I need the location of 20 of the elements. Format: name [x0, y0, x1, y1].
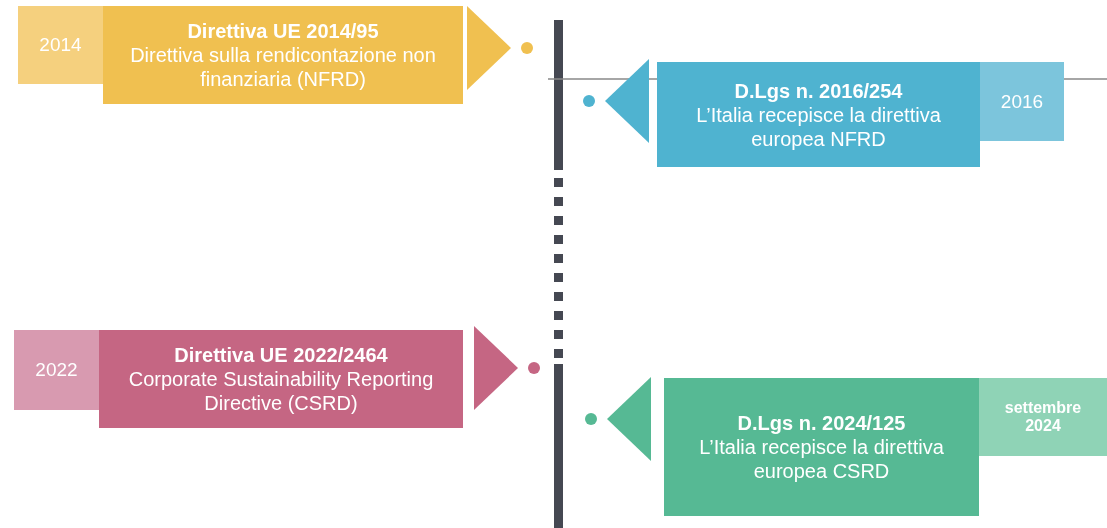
heading-text: D.Lgs n. 2016/254: [734, 78, 903, 103]
date-tab: settembre 2024: [979, 378, 1107, 456]
description-text: Direttiva sulla rendicontazione non finanziaria (NFRD): [129, 43, 437, 91]
date-tab: 2014: [18, 6, 103, 84]
event-box: [103, 6, 463, 104]
event-box: [664, 378, 979, 516]
event-box: [99, 330, 463, 428]
timeline-dot: [528, 362, 540, 374]
timeline-dot: [585, 413, 597, 425]
description-text: Corporate Sustainability Reporting Directive (CSRD): [127, 367, 435, 415]
timeline-dot: [583, 95, 595, 107]
description-text: L’Italia recepisce la direttiva europea CSRD: [698, 435, 945, 483]
timeline-dot: [521, 42, 533, 54]
heading-text: Direttiva UE 2014/95: [187, 19, 379, 43]
date-tab: 2016: [980, 62, 1064, 141]
date-tab: 2022: [14, 330, 99, 410]
heading-text: Direttiva UE 2022/2464: [174, 343, 388, 367]
event-box: [657, 62, 980, 167]
description-text: L’Italia recepisce la direttiva europea NFRD: [695, 102, 942, 151]
heading-text: D.Lgs n. 2024/125: [737, 411, 906, 435]
